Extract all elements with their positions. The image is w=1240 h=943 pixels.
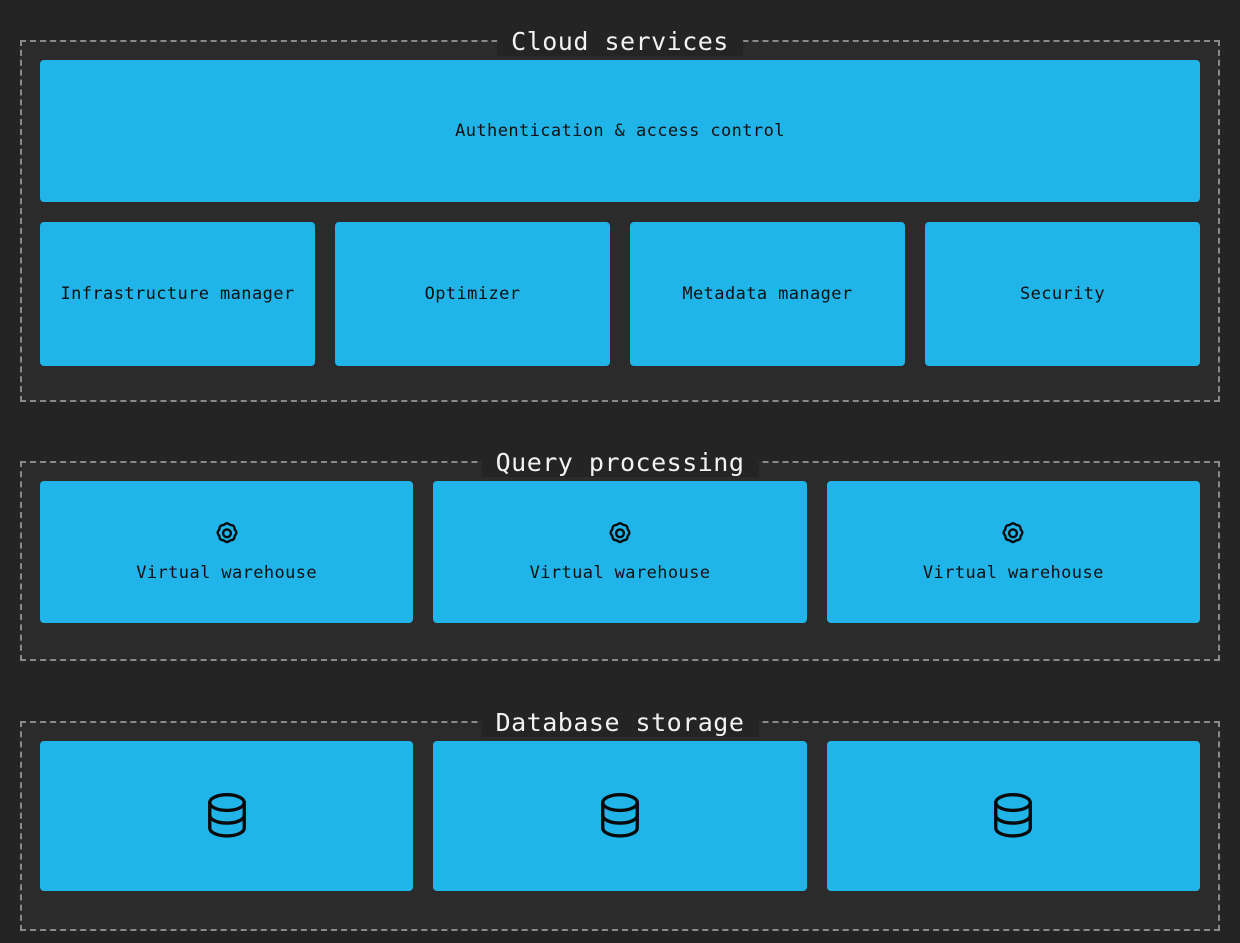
node-security[interactable]: Security bbox=[925, 222, 1200, 366]
gear-icon bbox=[605, 520, 635, 550]
node-label: Security bbox=[1019, 284, 1106, 304]
query-processing-node-row: Virtual warehouse Virtual warehouse bbox=[40, 481, 1200, 623]
gear-icon bbox=[212, 520, 242, 550]
cloud-services-node-row: Infrastructure manager Optimizer Metadat… bbox=[40, 222, 1200, 366]
database-storage-node-row bbox=[40, 741, 1200, 891]
group-title-cloud-services: Cloud services bbox=[497, 28, 743, 56]
node-infrastructure-manager[interactable]: Infrastructure manager bbox=[40, 222, 315, 366]
node-label: Optimizer bbox=[424, 284, 521, 304]
group-cloud-services: Cloud services Authentication & access c… bbox=[20, 28, 1220, 402]
node-label: Virtual warehouse bbox=[529, 563, 711, 583]
node-database-1[interactable] bbox=[40, 741, 414, 891]
node-optimizer[interactable]: Optimizer bbox=[335, 222, 610, 366]
node-virtual-warehouse-3[interactable]: Virtual warehouse bbox=[826, 481, 1200, 623]
node-label: Authentication & access control bbox=[455, 121, 785, 141]
node-metadata-manager[interactable]: Metadata manager bbox=[630, 222, 905, 366]
node-label: Virtual warehouse bbox=[136, 563, 318, 583]
node-authentication-access-control[interactable]: Authentication & access control bbox=[40, 60, 1200, 202]
group-title-database-storage: Database storage bbox=[481, 709, 759, 737]
node-virtual-warehouse-2[interactable]: Virtual warehouse bbox=[433, 481, 807, 623]
node-label: Infrastructure manager bbox=[60, 284, 295, 304]
group-title-query-processing: Query processing bbox=[481, 449, 759, 477]
database-icon bbox=[597, 790, 643, 842]
group-query-processing: Query processing Virtual warehouse bbox=[20, 449, 1220, 661]
node-database-2[interactable] bbox=[433, 741, 807, 891]
node-label: Virtual warehouse bbox=[922, 563, 1104, 583]
database-icon bbox=[990, 790, 1036, 842]
group-database-storage: Database storage bbox=[20, 709, 1220, 931]
gear-icon bbox=[998, 520, 1028, 550]
node-database-3[interactable] bbox=[826, 741, 1200, 891]
node-virtual-warehouse-1[interactable]: Virtual warehouse bbox=[40, 481, 414, 623]
database-icon bbox=[204, 790, 250, 842]
node-label: Metadata manager bbox=[682, 284, 853, 304]
